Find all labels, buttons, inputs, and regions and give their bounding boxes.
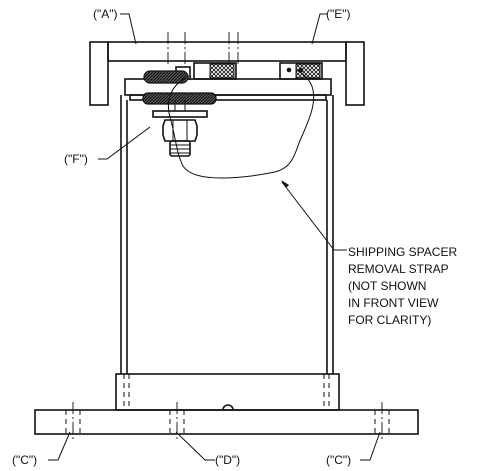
base-plate: [34, 402, 419, 442]
strap-section: [142, 70, 217, 105]
callout-e: ("E"): [326, 7, 351, 21]
note-line: FOR CLARITY): [348, 313, 431, 327]
note-line: SHIPPING SPACER: [348, 245, 457, 259]
strap-cable: [167, 69, 315, 179]
spacer-block: [279, 62, 323, 80]
top-center-lines: [167, 32, 239, 64]
bolt-assembly: [152, 100, 208, 157]
note-line: IN FRONT VIEW: [348, 296, 439, 310]
note-line: REMOVAL STRAP: [348, 262, 449, 276]
leader-arrowhead: [281, 180, 289, 188]
note-line: (NOT SHOWN: [348, 279, 426, 293]
callout-f: ("F"): [64, 152, 88, 166]
leader-lines: [48, 13, 381, 461]
callout-c-right: ("C"): [326, 453, 351, 467]
callout-a: ("A"): [93, 7, 118, 21]
callout-d: ("D"): [215, 453, 240, 467]
callout-c-left: ("C"): [12, 453, 37, 467]
top-frame: [89, 41, 365, 106]
support-column: [120, 95, 334, 374]
strap-note: SHIPPING SPACER REMOVAL STRAP (NOT SHOWN…: [348, 245, 457, 327]
